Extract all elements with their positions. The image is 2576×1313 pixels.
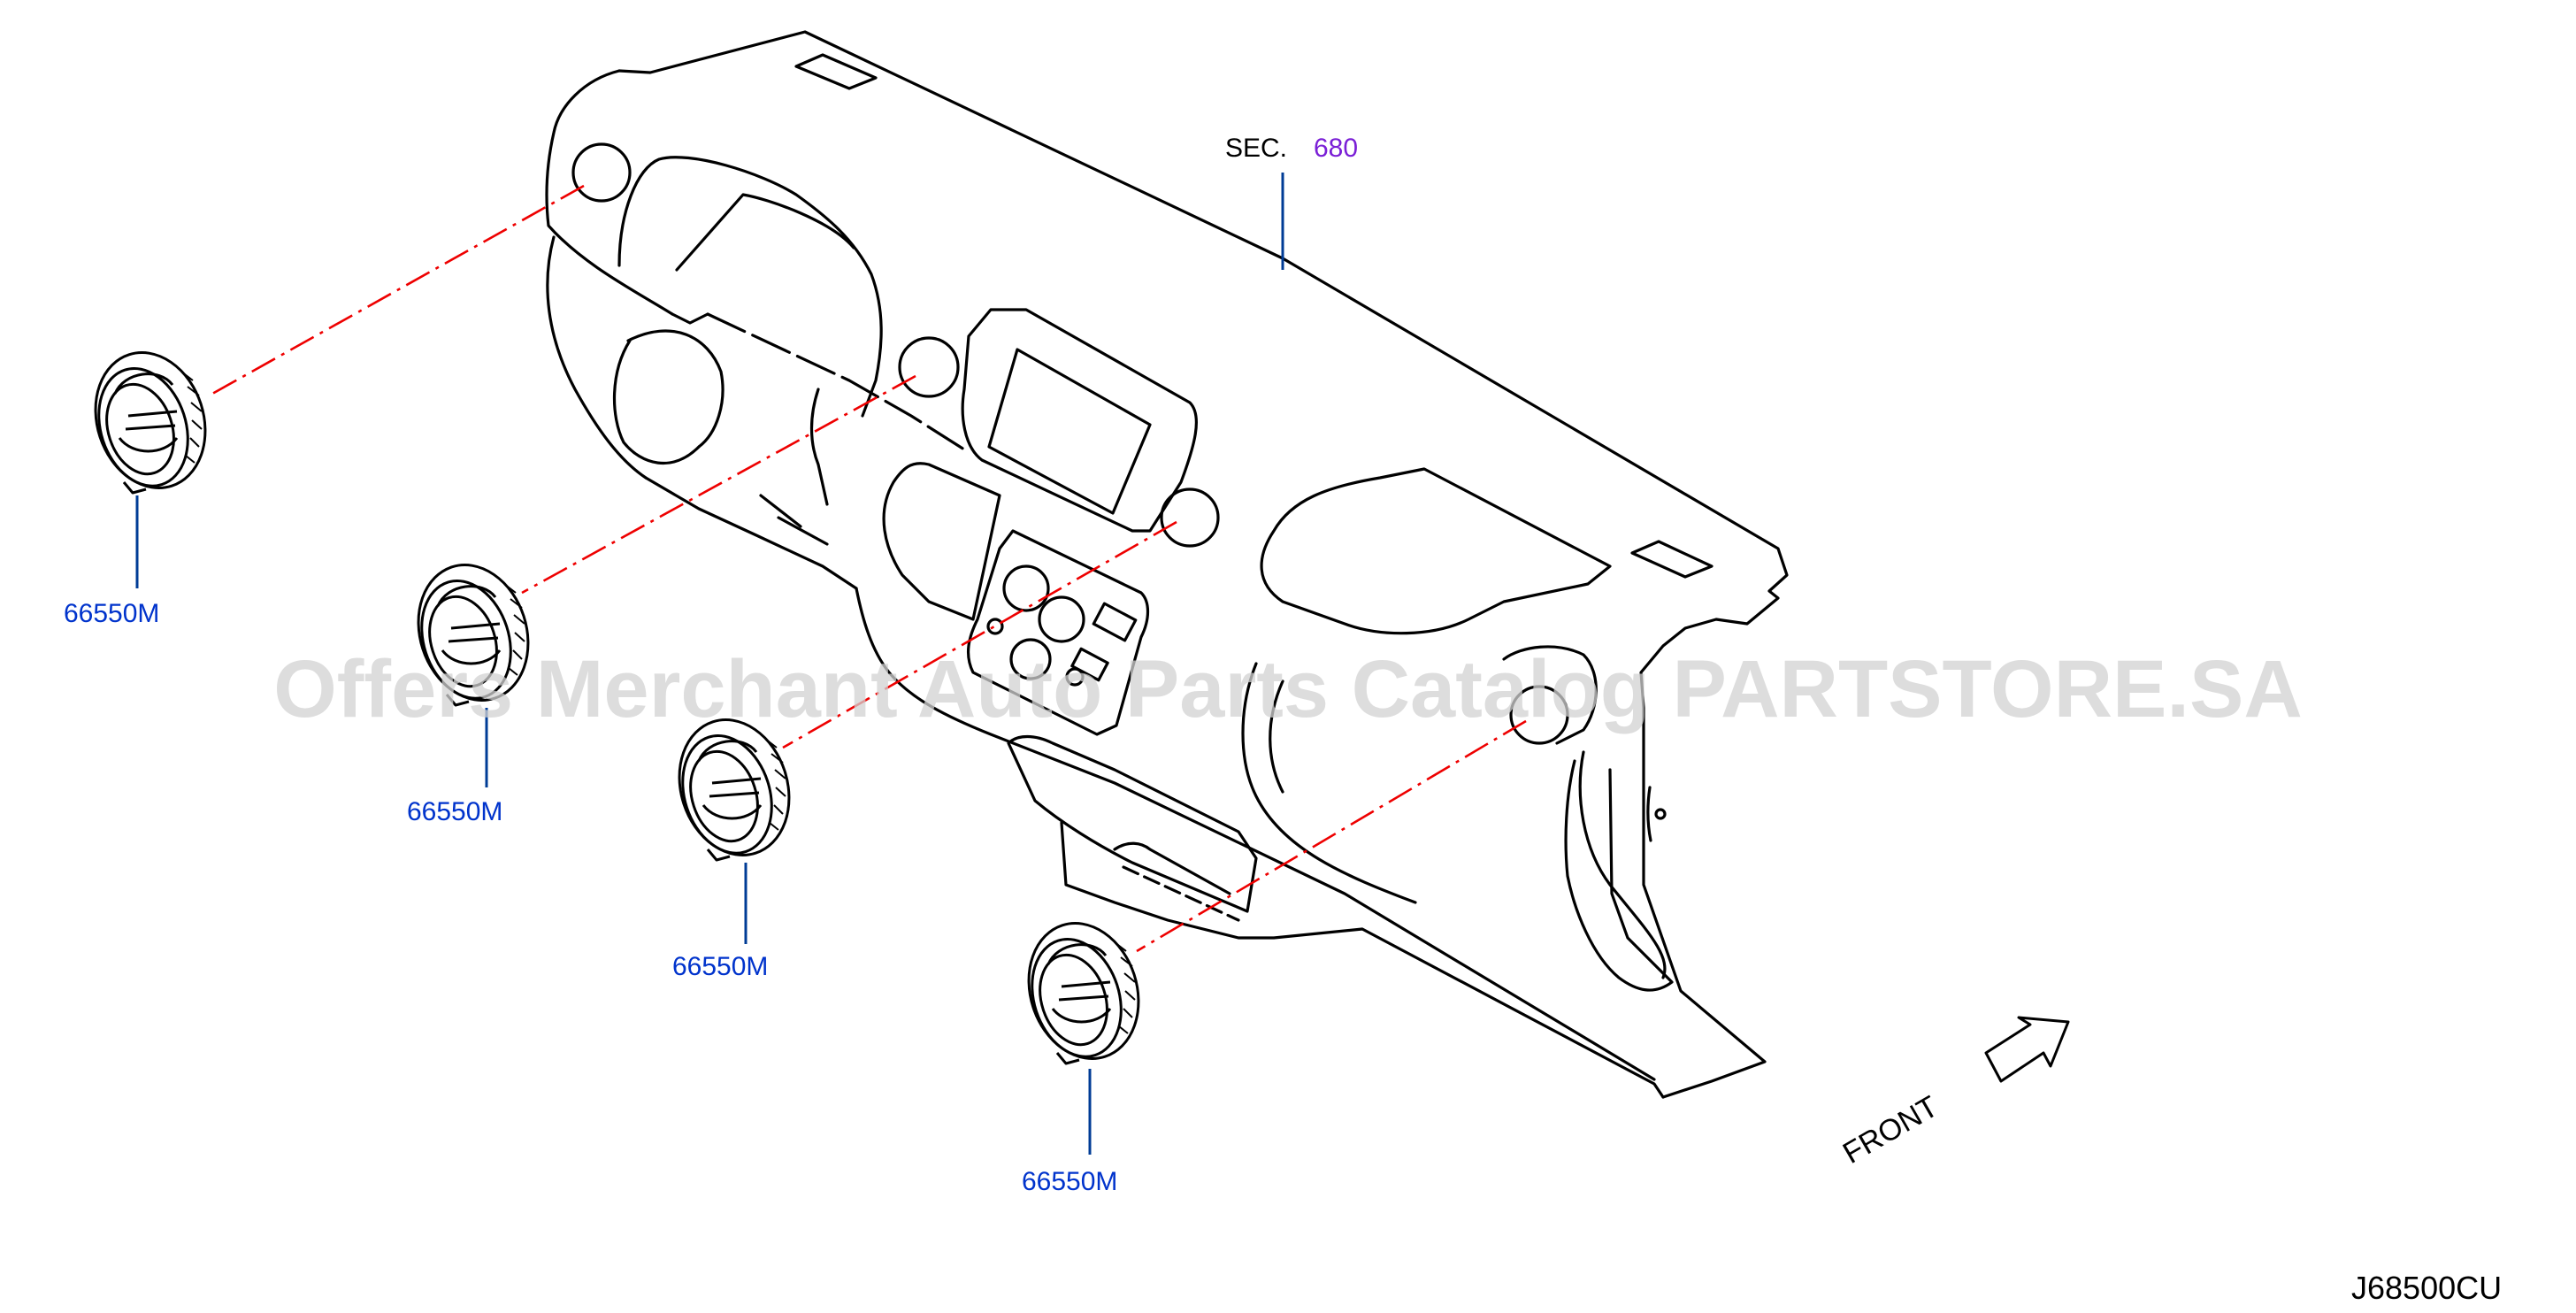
alignment-line-2 (521, 374, 916, 595)
alignment-line-3 (782, 520, 1177, 749)
alignment-line-1 (211, 184, 585, 395)
diagram-code: J68500CU (2351, 1270, 2502, 1306)
part-label-vent-1[interactable]: 66550M (64, 599, 159, 628)
vent-assembly-4[interactable] (1012, 909, 1155, 1072)
instrument-panel-drawing (545, 30, 1789, 1099)
section-ref-number[interactable]: 680 (1314, 134, 1358, 163)
alignment-line-4 (1136, 719, 1527, 953)
part-label-vent-2[interactable]: 66550M (407, 797, 502, 826)
vent-assembly-3[interactable] (663, 705, 806, 869)
part-label-vent-4[interactable]: 66550M (1022, 1167, 1117, 1196)
vent-assembly-1[interactable] (79, 338, 222, 502)
section-ref-prefix: SEC. (1225, 134, 1287, 163)
part-label-vent-3[interactable]: 66550M (672, 952, 768, 981)
alignment-lines (211, 184, 1527, 953)
front-label: FRONT (1837, 1089, 1944, 1170)
vent-assembly-2[interactable] (402, 550, 545, 714)
front-arrow-icon (1984, 1016, 2070, 1083)
leader-lines (135, 173, 1284, 1155)
watermark-text: Offers Merchant Auto Parts Catalog PARTS… (273, 644, 2303, 734)
